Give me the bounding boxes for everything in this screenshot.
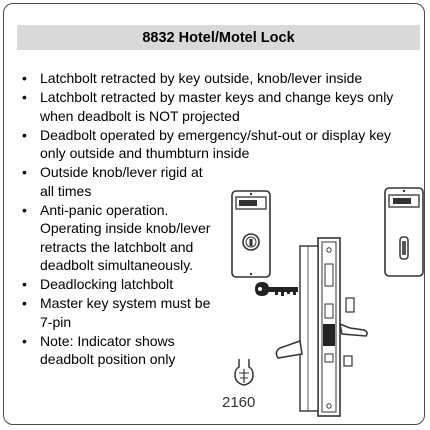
product-card: 8832 Hotel/Motel Lock Latchbolt retracte… xyxy=(3,3,425,425)
feature-item: Anti-panic operation. Operating inside k… xyxy=(18,201,215,275)
feature-item: Master key system must be 7-pin xyxy=(18,294,215,331)
inside-escutcheon-illustration xyxy=(384,187,424,277)
product-title: 8832 Hotel/Motel Lock xyxy=(17,25,420,50)
cylinder-label: 2160 xyxy=(222,394,256,411)
feature-item: Note: Indicator shows deadbolt position … xyxy=(18,332,215,369)
mortise-lock-illustration xyxy=(275,237,368,417)
feature-item: Latchbolt retracted by key outside, knob… xyxy=(18,69,418,88)
feature-list: Latchbolt retracted by key outside, knob… xyxy=(18,69,418,369)
feature-item: Latchbolt retracted by master keys and c… xyxy=(18,88,418,125)
outside-escutcheon-illustration xyxy=(231,190,271,278)
feature-item: Outside knob/lever rigid at all times xyxy=(18,163,215,200)
cylinder-illustration xyxy=(234,359,254,386)
key-icon xyxy=(255,282,298,296)
feature-item: Deadlocking latchbolt xyxy=(18,275,418,294)
feature-item: Deadbolt operated by emergency/shut-out … xyxy=(18,126,418,163)
